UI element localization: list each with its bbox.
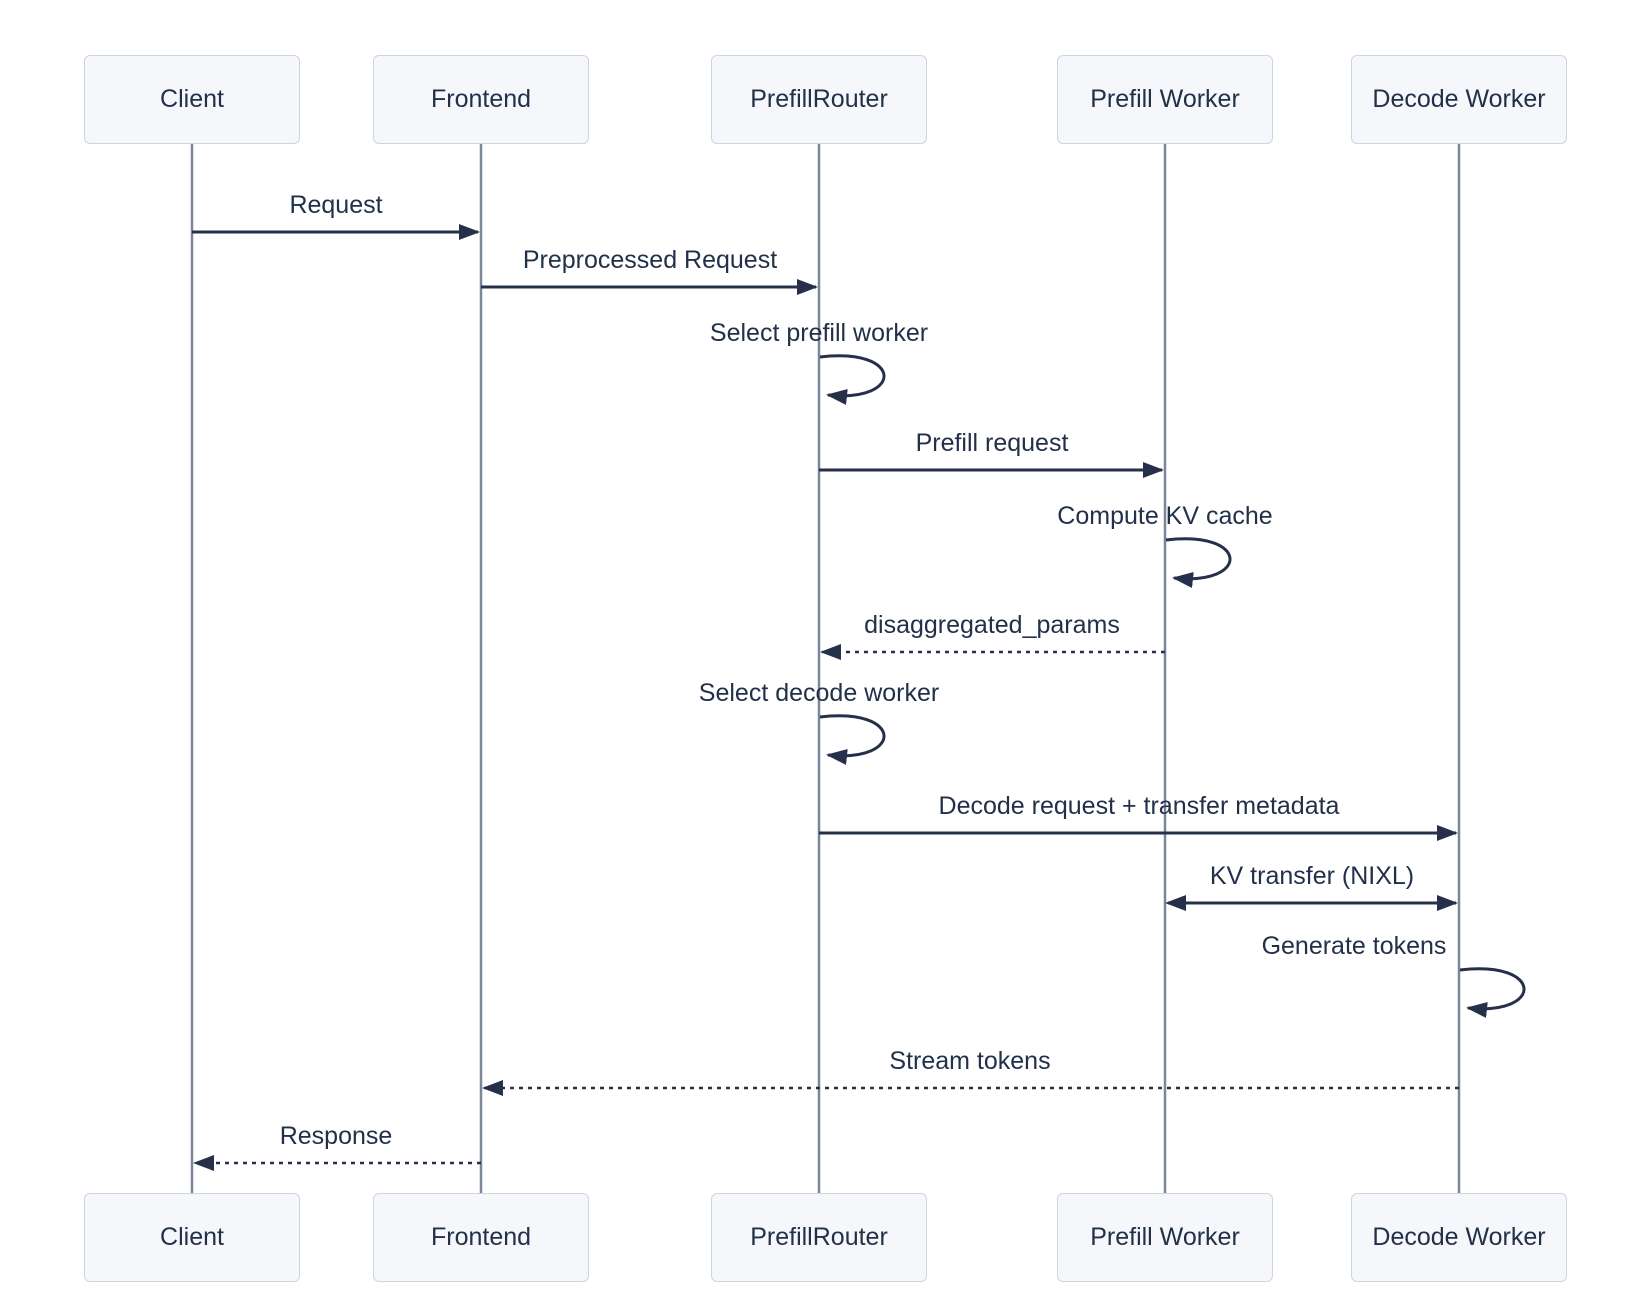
actor-label: Client (160, 85, 224, 113)
self-loop-select-decode-worker (819, 714, 886, 765)
message-label-decode-request: Decode request + transfer metadata (938, 792, 1340, 820)
actor-bottom-prefillrouter: PrefillRouter (711, 1193, 927, 1282)
actor-top-decode-worker: Decode Worker (1351, 55, 1567, 144)
actor-bottom-frontend: Frontend (373, 1193, 589, 1282)
actor-bottom-prefill-worker: Prefill Worker (1057, 1193, 1273, 1282)
message-label-generate-tokens: Generate tokens (1261, 932, 1447, 960)
actor-bottom-client: Client (84, 1193, 300, 1282)
actor-label: Decode Worker (1372, 1223, 1546, 1251)
message-label-stream-tokens: Stream tokens (889, 1047, 1051, 1075)
actor-label: Prefill Worker (1090, 1223, 1240, 1251)
actor-top-prefillrouter: PrefillRouter (711, 55, 927, 144)
message-label-select-prefill-worker: Select prefill worker (709, 319, 929, 347)
actor-label: PrefillRouter (750, 85, 888, 113)
actor-top-client: Client (84, 55, 300, 144)
self-loop-compute-kv-cache (1165, 537, 1232, 588)
self-loop-select-prefill-worker (819, 354, 886, 405)
actor-top-frontend: Frontend (373, 55, 589, 144)
message-label-preprocessed-request: Preprocessed Request (522, 246, 778, 274)
actor-top-prefill-worker: Prefill Worker (1057, 55, 1273, 144)
message-label-response: Response (279, 1122, 393, 1150)
actor-bottom-decode-worker: Decode Worker (1351, 1193, 1567, 1282)
actor-label: PrefillRouter (750, 1223, 888, 1251)
actor-label: Frontend (430, 1223, 532, 1251)
actor-label: Prefill Worker (1090, 85, 1240, 113)
self-loop-generate-tokens (1459, 967, 1526, 1018)
actor-label: Client (160, 1223, 224, 1251)
message-label-prefill-request: Prefill request (915, 429, 1069, 457)
message-label-disaggregated-params: disaggregated_params (864, 611, 1120, 639)
message-label-request: Request (289, 191, 383, 219)
message-label-compute-kv-cache: Compute KV cache (1057, 502, 1273, 530)
message-label-select-decode-worker: Select decode worker (698, 679, 940, 707)
actor-label: Frontend (430, 85, 532, 113)
message-label-kv-transfer: KV transfer (NIXL) (1209, 862, 1415, 890)
actor-label: Decode Worker (1372, 85, 1546, 113)
